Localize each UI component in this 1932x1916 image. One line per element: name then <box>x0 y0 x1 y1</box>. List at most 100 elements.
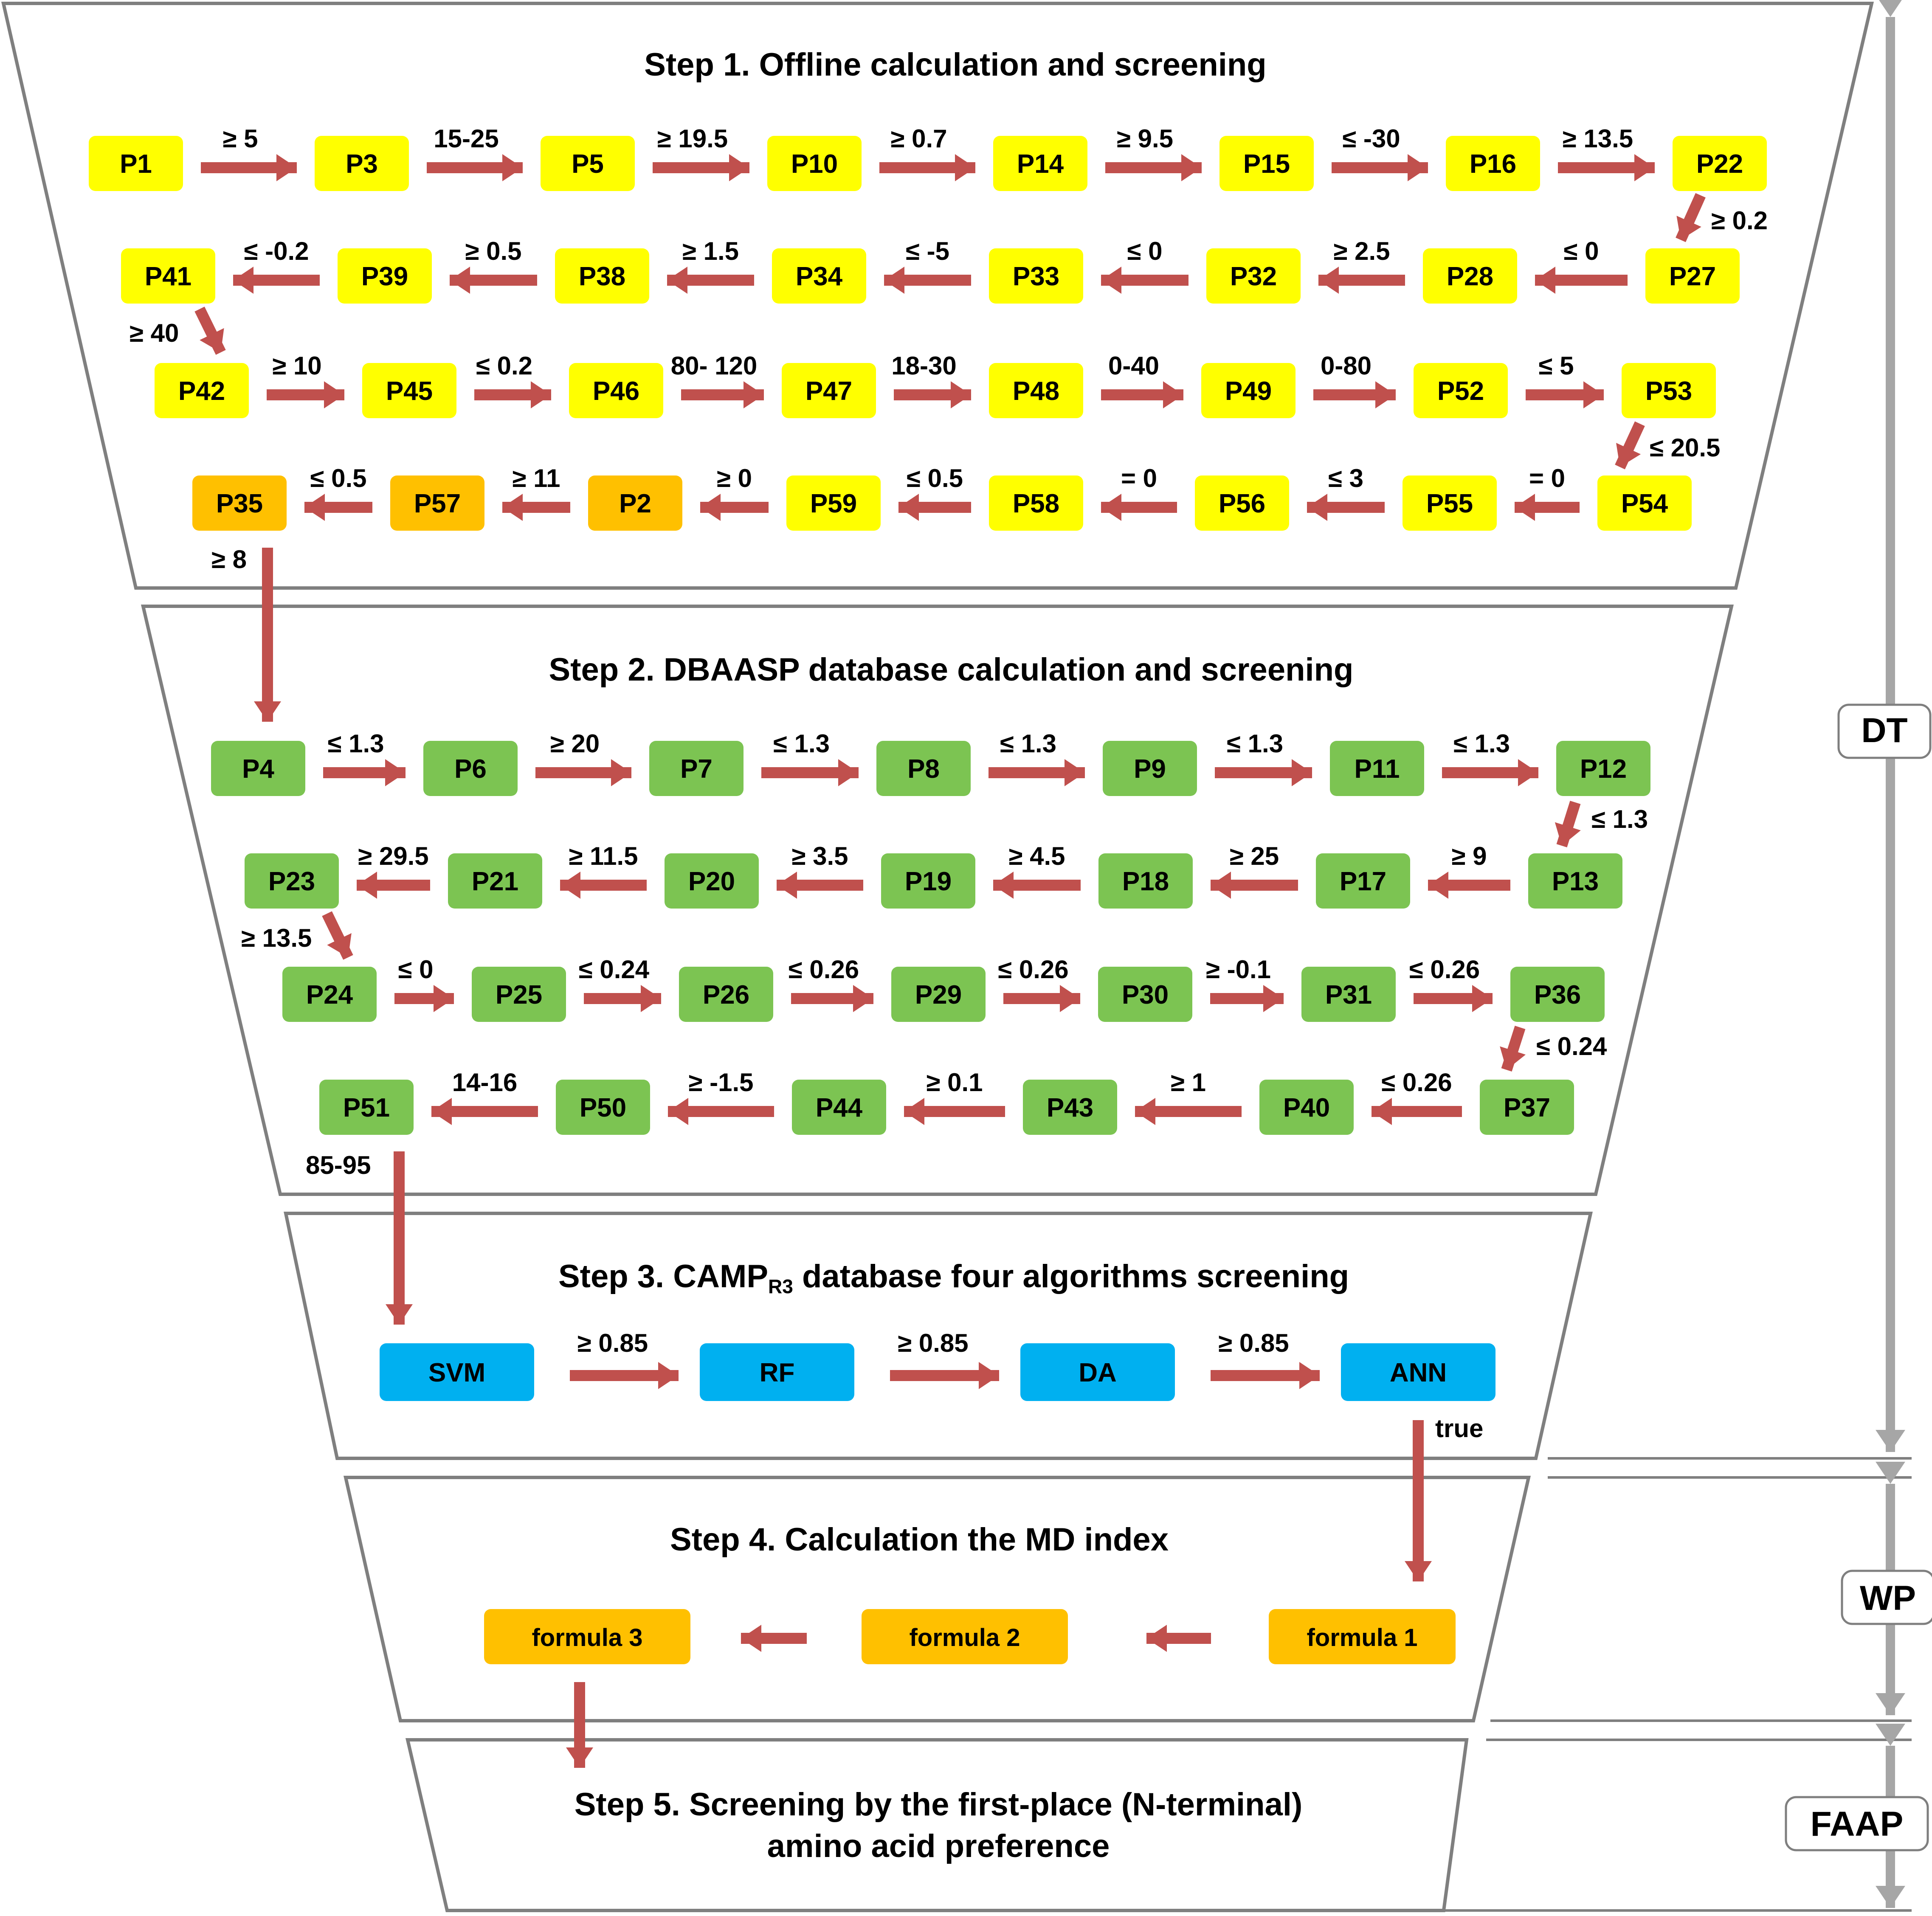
node-p58 <box>989 475 1083 531</box>
node-label-p55: P55 <box>1426 489 1473 518</box>
node-p52 <box>1414 363 1508 418</box>
node-label-p35: P35 <box>216 489 263 518</box>
condition-label: ≤ 1.3 <box>1453 729 1510 758</box>
node-p55 <box>1403 475 1497 531</box>
node-p3 <box>315 136 409 191</box>
node-p38 <box>555 248 649 304</box>
node-p25 <box>472 967 566 1022</box>
condition-label: ≤ 5 <box>1539 352 1574 380</box>
node-p17 <box>1316 853 1410 909</box>
step4-panel <box>343 1476 1531 1722</box>
node-p8 <box>876 741 971 796</box>
condition-label: 0-80 <box>1321 352 1372 380</box>
condition-label: ≥ 29.5 <box>358 842 428 870</box>
node-p45 <box>362 363 456 418</box>
step3-title-prefix: Step 3. CAMP <box>558 1258 768 1294</box>
step3-title-subscript: R3 <box>768 1275 793 1297</box>
node-ann <box>1341 1343 1495 1401</box>
turn-arrow <box>1555 801 1581 847</box>
exit-label: 85-95 <box>306 1151 371 1179</box>
node-p4 <box>211 741 305 796</box>
node-label-p2: P2 <box>619 489 651 518</box>
condition-label: ≤ 0.5 <box>907 464 963 492</box>
condition-label: ≤ 0.5 <box>310 464 366 492</box>
node-label-p13: P13 <box>1552 867 1599 896</box>
node-p53 <box>1622 363 1716 418</box>
node-label-ann: ANN <box>1390 1358 1447 1387</box>
node-p5 <box>541 136 635 191</box>
step2-panel <box>141 605 1734 1196</box>
node-p22 <box>1673 136 1767 191</box>
node-label-p27: P27 <box>1669 262 1716 291</box>
condition-label: 15-25 <box>434 124 498 153</box>
node-p49 <box>1201 363 1296 418</box>
condition-label: ≥ 5 <box>223 124 258 153</box>
turn-label: ≥ 40 <box>130 319 179 347</box>
node-label-da: DA <box>1079 1358 1117 1387</box>
node-label-p29: P29 <box>915 980 962 1010</box>
exit-label: ≥ 8 <box>211 545 247 574</box>
turn-arrow <box>1500 1026 1526 1072</box>
node-p35 <box>192 475 287 531</box>
condition-label: = 0 <box>1121 464 1157 492</box>
node-label-rf: RF <box>760 1358 795 1387</box>
node-label-formula-3: formula 3 <box>532 1624 642 1652</box>
node-p41 <box>121 248 215 304</box>
node-label-p39: P39 <box>361 262 408 291</box>
node-label-p44: P44 <box>816 1093 863 1123</box>
node-label-p33: P33 <box>1013 262 1059 291</box>
condition-label: ≥ 2.5 <box>1333 237 1390 265</box>
turn-arrow <box>322 911 353 960</box>
step3-panel <box>284 1212 1593 1460</box>
node-label-p38: P38 <box>579 262 625 291</box>
node-formula-2 <box>862 1609 1068 1664</box>
node-label-p48: P48 <box>1013 377 1059 406</box>
condition-label: ≥ 25 <box>1230 842 1279 870</box>
node-label-p3: P3 <box>346 149 378 179</box>
node-p20 <box>665 853 759 909</box>
node-label-p19: P19 <box>905 867 952 896</box>
node-p13 <box>1528 853 1622 909</box>
node-p12 <box>1556 741 1650 796</box>
condition-label: ≤ 0 <box>1127 237 1163 265</box>
step3-title: Step 3. CAMPR3 database four algorithms … <box>558 1258 1349 1297</box>
node-p24 <box>282 967 377 1022</box>
node-label-p58: P58 <box>1013 489 1059 518</box>
condition-label: ≤ 0.26 <box>998 955 1068 984</box>
turn-label: ≤ 1.3 <box>1591 805 1648 833</box>
node-p37 <box>1480 1080 1574 1135</box>
node-label-p40: P40 <box>1283 1093 1330 1123</box>
node-label-p15: P15 <box>1243 149 1290 179</box>
node-label-p37: P37 <box>1504 1093 1550 1123</box>
node-label-p5: P5 <box>572 149 604 179</box>
condition-label: 0-40 <box>1108 352 1159 380</box>
condition-label: = 0 <box>1529 464 1565 492</box>
condition-label: ≥ 10 <box>272 352 321 380</box>
node-label-p25: P25 <box>496 980 542 1010</box>
node-label-p54: P54 <box>1621 489 1668 518</box>
node-p11 <box>1330 741 1424 796</box>
node-p31 <box>1301 967 1396 1022</box>
node-p9 <box>1103 741 1197 796</box>
node-label-p51: P51 <box>343 1093 390 1123</box>
node-label-p53: P53 <box>1645 377 1692 406</box>
node-label-p11: P11 <box>1355 754 1400 784</box>
condition-label: 80- 120 <box>671 352 758 380</box>
node-label-p17: P17 <box>1340 867 1386 896</box>
node-label-p8: P8 <box>907 754 940 784</box>
condition-label: ≥ 0.85 <box>577 1329 648 1357</box>
node-label-p34: P34 <box>796 262 843 291</box>
node-rf <box>700 1343 854 1401</box>
condition-label: ≤ 0.2 <box>476 352 532 380</box>
condition-label: ≥ 11.5 <box>569 842 638 870</box>
node-label-p50: P50 <box>580 1093 626 1123</box>
condition-label: ≤ 0.26 <box>789 955 859 984</box>
condition-label: ≤ 0 <box>398 955 434 984</box>
node-p29 <box>891 967 986 1022</box>
turn-label: ≤ 20.5 <box>1650 433 1720 462</box>
node-label-p45: P45 <box>386 377 433 406</box>
node-label-p32: P32 <box>1230 262 1277 291</box>
node-p32 <box>1206 248 1301 304</box>
